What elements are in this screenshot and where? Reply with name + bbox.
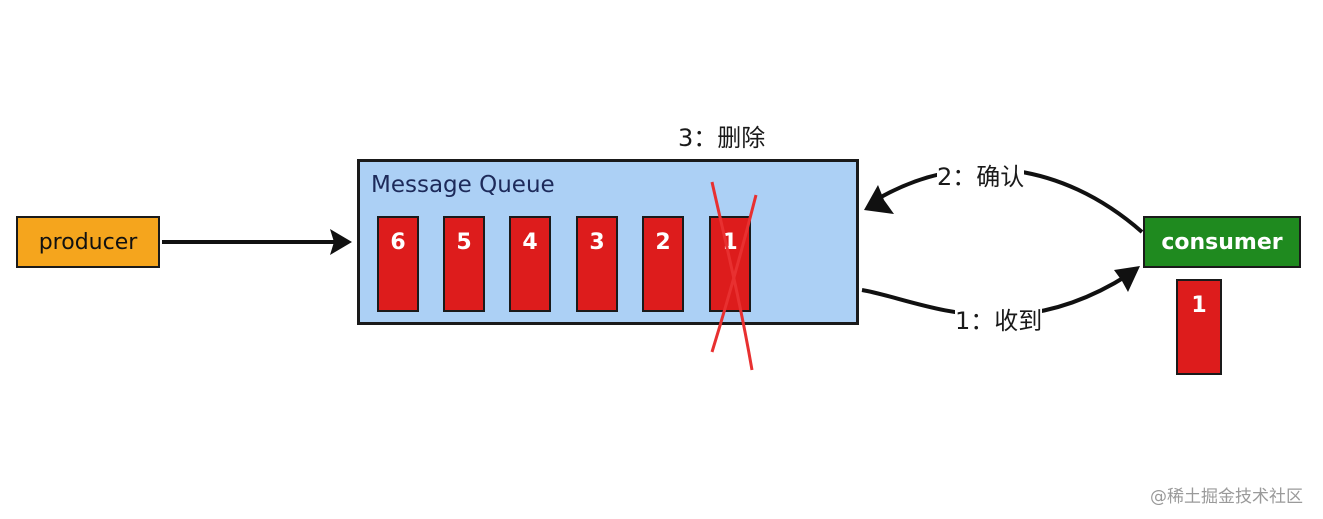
- queue-message: 4: [509, 216, 551, 312]
- watermark-text: @稀土掘金技术社区: [1150, 487, 1303, 507]
- step-confirm-label: 2：确认: [937, 157, 1025, 192]
- queue-message: 6: [377, 216, 419, 312]
- step-receive-label: 1：收到: [955, 301, 1043, 336]
- receive-arrowhead: [1114, 266, 1140, 292]
- confirm-arrowhead: [864, 185, 894, 214]
- queue-message: 3: [576, 216, 618, 312]
- producer-box: producer: [16, 216, 160, 268]
- message-queue-title: Message Queue: [371, 172, 555, 198]
- producer-arrowhead: [330, 229, 352, 255]
- consumer-received-message: 1: [1176, 279, 1222, 375]
- step-delete-label: 3：删除: [678, 118, 766, 153]
- queue-message: 5: [443, 216, 485, 312]
- queue-message: 2: [642, 216, 684, 312]
- consumer-box: consumer: [1143, 216, 1301, 268]
